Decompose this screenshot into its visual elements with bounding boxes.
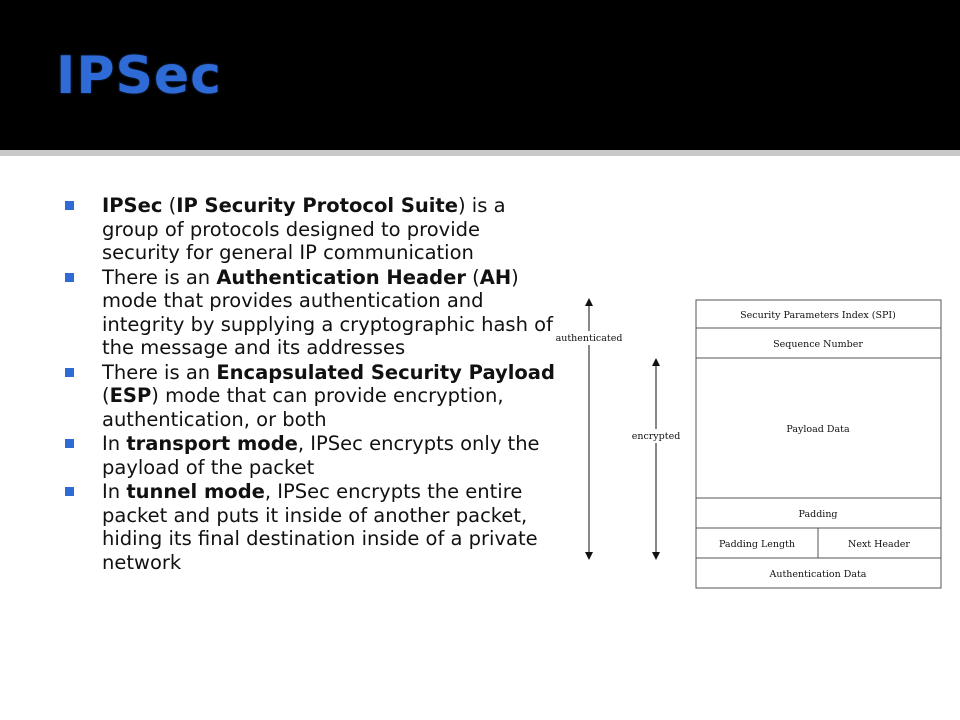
bullet-text: ) is a group of protocols designed to pr… bbox=[102, 194, 506, 264]
bullet-text: In bbox=[102, 432, 127, 455]
bullet-bold-text: IP Security Protocol Suite bbox=[176, 194, 458, 217]
bullet-text: ( bbox=[102, 384, 110, 407]
field-next-header-label: Next Header bbox=[848, 539, 910, 550]
field-padding bbox=[695, 497, 942, 529]
bullet-bold-text: Encapsulated Security Payload bbox=[216, 360, 555, 384]
bullet-item: In tunnel mode, IPSec encrypts the entir… bbox=[62, 480, 562, 574]
bullet-text: There is an bbox=[102, 265, 217, 289]
bullet-text: In bbox=[102, 480, 127, 503]
bullet-text: , IPSec encrypts only the payload of the… bbox=[102, 432, 540, 479]
bullet-text: ( bbox=[465, 265, 480, 289]
title-divider bbox=[0, 150, 960, 156]
authenticated-label: authenticated bbox=[556, 333, 623, 344]
field-padding-length bbox=[695, 527, 819, 559]
slide-title: IPSec bbox=[56, 46, 223, 106]
encrypted-label-bg bbox=[630, 429, 682, 443]
field-payload-data bbox=[695, 357, 942, 499]
bullet-bold-text: transport mode bbox=[126, 432, 298, 455]
field-payload-data-label: Payload Data bbox=[786, 424, 850, 435]
bullet-bold-text: ESP bbox=[109, 384, 152, 407]
field-spi-label: Security Parameters Index (SPI) bbox=[740, 310, 896, 321]
bullet-item: IPSec (IP Security Protocol Suite) is a … bbox=[62, 194, 562, 265]
authenticated-label-bg bbox=[558, 331, 620, 345]
field-spi bbox=[695, 299, 942, 329]
bullet-text: , IPSec encrypts the entire packet and p… bbox=[102, 480, 538, 574]
field-authentication-data bbox=[695, 557, 942, 589]
field-sequence-number-label: Sequence Number bbox=[773, 339, 863, 350]
bullet-text: ) mode that can provide encryption, auth… bbox=[102, 384, 504, 431]
title-bar: IPSec bbox=[0, 0, 960, 150]
bullet-marker-icon bbox=[65, 201, 74, 210]
bullet-text: There is an bbox=[102, 360, 217, 384]
bullet-text: ( bbox=[162, 194, 177, 217]
bullet-list: IPSec (IP Security Protocol Suite) is a … bbox=[62, 194, 562, 575]
bullet-bold-text: Authentication Header bbox=[216, 265, 466, 289]
title-divider-highlight bbox=[0, 156, 960, 158]
bullet-text: ) mode that provides authentication and … bbox=[102, 265, 553, 360]
bullet-marker-icon bbox=[65, 272, 74, 282]
bullet-bold-text: IPSec bbox=[102, 194, 163, 217]
bullet-bold-text: tunnel mode bbox=[126, 480, 265, 503]
bullet-bold-text: AH bbox=[479, 265, 512, 289]
field-padding-label: Padding bbox=[798, 509, 837, 520]
bullet-marker-icon bbox=[65, 487, 74, 496]
bullet-item: There is an Encapsulated Security Payloa… bbox=[62, 361, 562, 432]
bullet-item: There is an Authentication Header (AH) m… bbox=[62, 266, 562, 360]
bullet-item: In transport mode, IPSec encrypts only t… bbox=[62, 432, 562, 479]
encrypted-label: encrypted bbox=[632, 431, 681, 442]
field-authentication-data-label: Authentication Data bbox=[769, 569, 867, 580]
field-padding-length-label: Padding Length bbox=[719, 539, 795, 550]
bullet-marker-icon bbox=[65, 439, 74, 448]
field-sequence-number bbox=[695, 327, 942, 359]
field-next-header bbox=[817, 527, 942, 559]
bullet-marker-icon bbox=[65, 367, 74, 377]
